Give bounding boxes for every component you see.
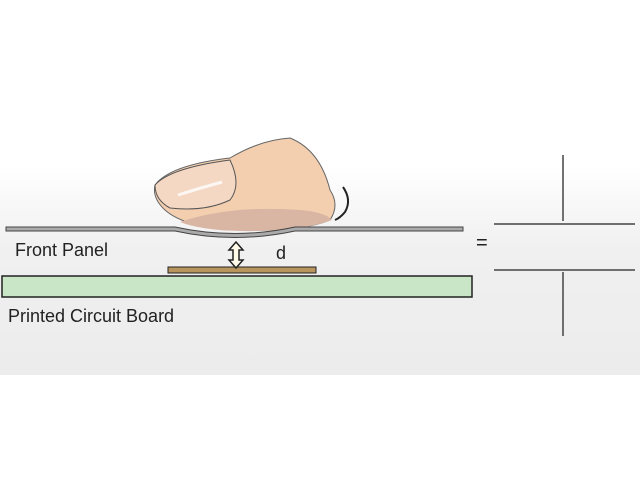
pcb-board	[1, 275, 473, 298]
sensor-electrode	[167, 266, 317, 274]
pcb-label: Printed Circuit Board	[8, 306, 175, 326]
distance-label: d	[276, 243, 287, 263]
equals-sign: =	[476, 232, 488, 254]
finger-illustration	[154, 137, 349, 232]
distance-arrow-icon	[227, 240, 245, 270]
front-panel-label: Front Panel	[15, 240, 109, 260]
front-panel	[5, 226, 464, 238]
capacitor-symbol	[494, 155, 635, 336]
